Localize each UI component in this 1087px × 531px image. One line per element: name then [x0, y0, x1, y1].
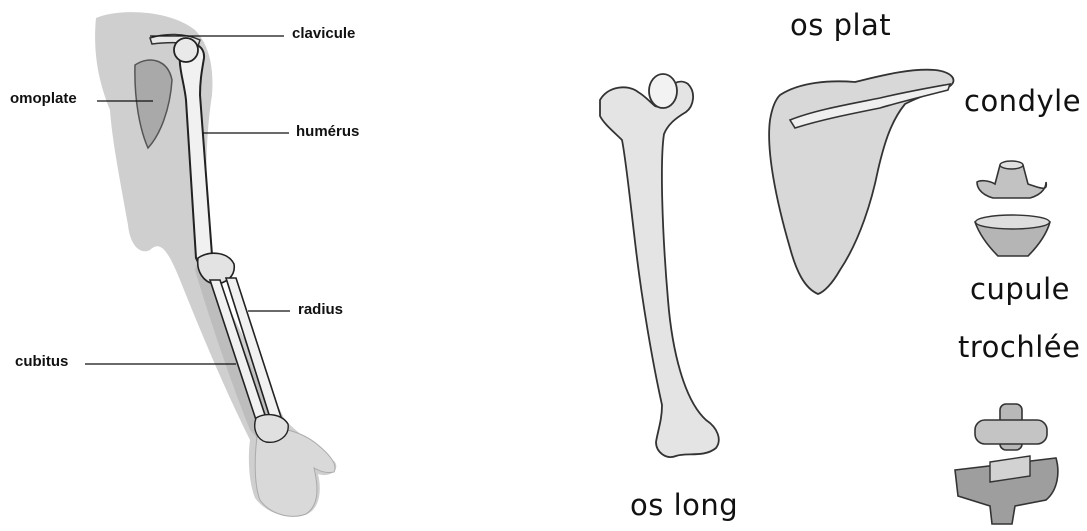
- trochlee-bar: [975, 420, 1047, 444]
- label-cupule: cupule: [970, 272, 1070, 306]
- label-clavicule: clavicule: [292, 25, 355, 42]
- arm-illustration: [95, 12, 336, 516]
- condyle-illustration: [977, 161, 1046, 198]
- femur-head: [649, 74, 677, 108]
- label-cubitus: cubitus: [15, 353, 68, 370]
- label-omoplate: omoplate: [10, 90, 77, 107]
- femur: [600, 82, 719, 457]
- cupule-illustration: [975, 215, 1050, 256]
- label-humerus: humérus: [296, 123, 359, 140]
- condyle-shape: [977, 165, 1046, 198]
- long-bone-illustration: [600, 74, 719, 457]
- label-os-plat: os plat: [790, 8, 891, 42]
- condyle-top: [1000, 161, 1023, 169]
- label-trochlee: trochlée: [958, 330, 1080, 364]
- flat-bone-illustration: [769, 70, 953, 294]
- label-os-long: os long: [630, 488, 738, 522]
- label-radius: radius: [298, 301, 343, 318]
- arm-wrist: [255, 415, 288, 443]
- cupule-rim: [976, 215, 1050, 229]
- trochlee-illustration: [955, 404, 1058, 524]
- label-condyle: condyle: [964, 84, 1081, 118]
- arm-shoulder-joint: [174, 38, 198, 62]
